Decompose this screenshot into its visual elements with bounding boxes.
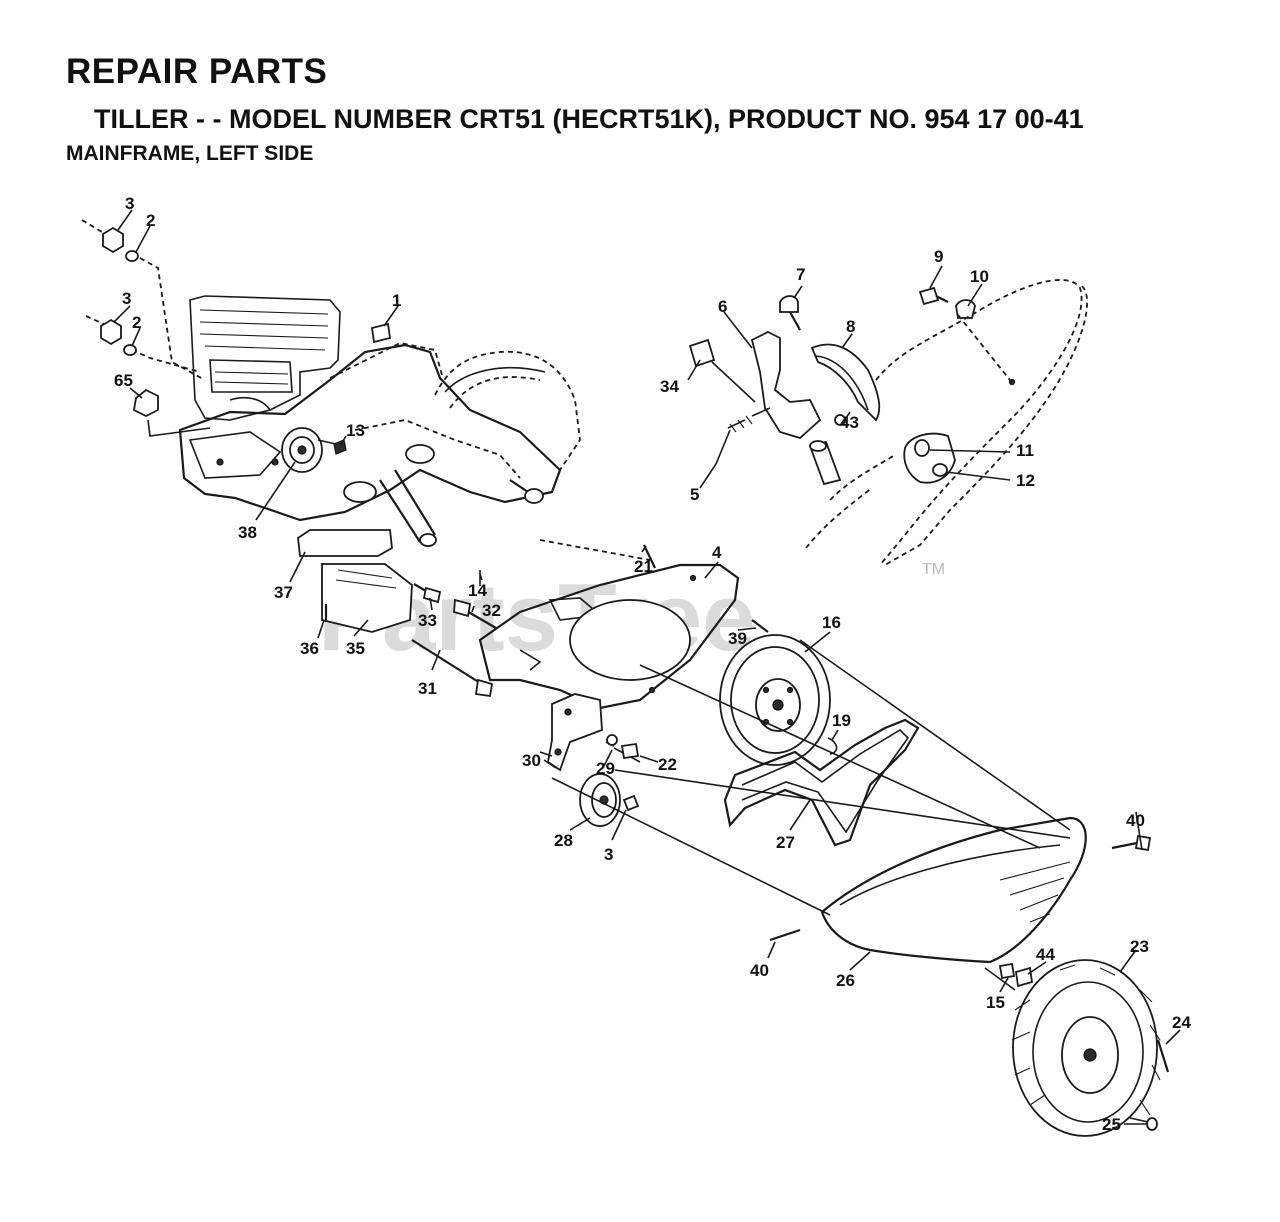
- callout-32: 32: [482, 601, 501, 620]
- callout-34: 35: [346, 639, 365, 658]
- callout-10: 10: [970, 267, 989, 286]
- callout-3-top: 3: [125, 194, 134, 213]
- engine-illustration: [189, 295, 341, 421]
- upper-right-bracket: [750, 330, 881, 440]
- callout-40-right: 40: [1126, 811, 1145, 830]
- callout-9: 9: [934, 247, 943, 266]
- callout-13: 13: [346, 421, 365, 440]
- wheel: [1011, 959, 1161, 1137]
- callout-40-left: 40: [750, 961, 769, 980]
- page-title: REPAIR PARTS: [66, 52, 328, 91]
- callout-44: 44: [1036, 945, 1055, 964]
- callout-2-top: 2: [146, 211, 155, 230]
- callout-24: 24: [1172, 1013, 1191, 1032]
- callout-7: 7: [796, 265, 805, 284]
- callout-43: 43: [840, 413, 859, 432]
- page-header: REPAIR PARTS TILLER - - MODEL NUMBER CRT…: [0, 0, 1280, 180]
- callout-8: 8: [846, 317, 855, 336]
- callout-35: 36: [300, 639, 319, 658]
- callout-28: 28: [554, 831, 573, 850]
- callout-14: 14: [468, 581, 487, 600]
- callout-1: 1: [392, 291, 401, 310]
- rear-shield: [820, 816, 1087, 964]
- callout-65: 65: [114, 371, 133, 390]
- callout-25: 25: [1102, 1115, 1121, 1134]
- model-subtitle: TILLER - - MODEL NUMBER CRT51 (HECRT51K)…: [94, 104, 1084, 134]
- callout-22: 22: [658, 755, 677, 774]
- large-pulley: [719, 634, 838, 766]
- callout-26: 26: [836, 971, 855, 990]
- callout-labels: 3 2 3 2 65 1 13 38 37 36 35 31 33 32 14 …: [114, 194, 1191, 1134]
- callout-38: 39: [728, 629, 747, 648]
- mainframe-chassis: [178, 342, 562, 522]
- engine-pulley: [281, 427, 346, 473]
- callout-36: 37: [274, 583, 293, 602]
- callout-30: 30: [522, 751, 541, 770]
- callout-3-low: 3: [604, 845, 613, 864]
- watermark-trademark: TM: [922, 561, 945, 578]
- callout-16: 16: [822, 613, 841, 632]
- callout-23: 23: [1130, 937, 1149, 956]
- callout-6: 6: [718, 297, 727, 316]
- callout-39: 34: [660, 377, 679, 396]
- callout-19: 19: [832, 711, 851, 730]
- callout-15: 15: [986, 993, 1005, 1012]
- belt-cover: [478, 563, 740, 710]
- callout-31: 31: [418, 679, 437, 698]
- callout-4: 4: [712, 543, 722, 562]
- callout-27: 27: [776, 833, 795, 852]
- callout-12: 12: [1016, 471, 1035, 490]
- shafts: [343, 444, 544, 547]
- callout-11: 11: [1016, 441, 1034, 460]
- callout-21: 21: [634, 557, 653, 576]
- callout-5: 5: [690, 485, 699, 504]
- callout-37: 38: [238, 523, 257, 542]
- callout-2-mid: 2: [132, 313, 141, 332]
- callout-3-mid: 3: [122, 289, 131, 308]
- callout-29: 29: [596, 759, 615, 778]
- leader-lines: [113, 209, 1181, 1125]
- callout-33: 33: [418, 611, 437, 630]
- section-title: MAINFRAME, LEFT SIDE: [66, 142, 314, 165]
